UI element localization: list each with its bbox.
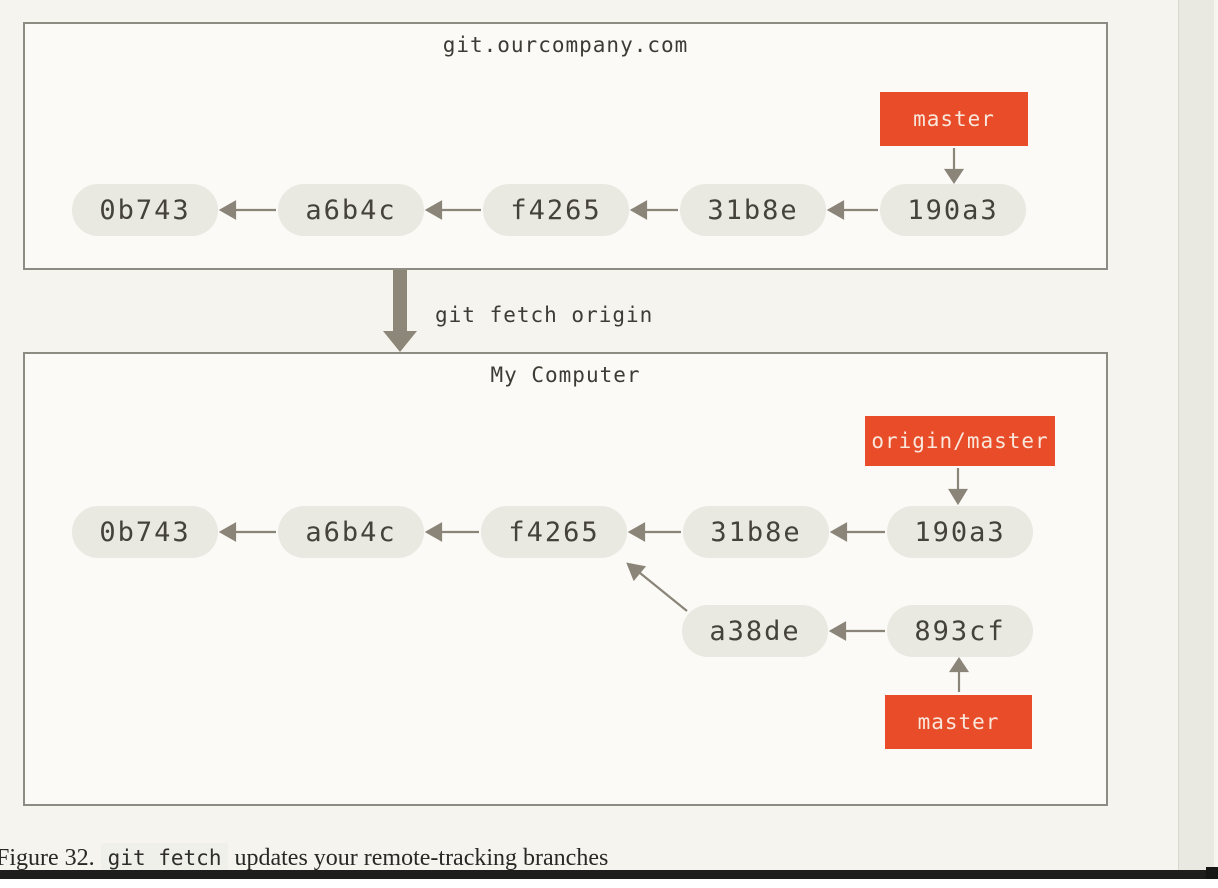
commit-node: 190a3	[880, 184, 1026, 236]
figure-caption-text: updates your remote-tracking branches	[234, 845, 609, 871]
figure-caption-label: Figure 32.	[0, 845, 95, 871]
commit-node: a6b4c	[278, 506, 424, 558]
commit-node: 31b8e	[683, 506, 829, 558]
remote-repo-title: git.ourcompany.com	[442, 33, 689, 57]
bottom-bar	[0, 870, 1218, 879]
remote-branch-label-text: master	[913, 107, 995, 131]
commit-node: 190a3	[887, 506, 1033, 558]
figure-caption-code: git fetch	[100, 843, 229, 873]
local-branch-label-text: master	[917, 710, 1000, 734]
fetch-command-label: git fetch origin	[435, 303, 654, 327]
scrollbar-track[interactable]	[1178, 0, 1214, 871]
commit-node: f4265	[481, 506, 627, 558]
commit-node: 0b743	[72, 184, 218, 236]
commit-node: a6b4c	[278, 184, 424, 236]
commit-node: 893cf	[887, 605, 1033, 657]
remote-branch-label-master: master	[880, 92, 1028, 146]
remote-tracking-branch-label: origin/master	[865, 416, 1055, 466]
commit-node: f4265	[483, 184, 629, 236]
bottom-bar-corner	[1206, 867, 1218, 879]
commit-node: 0b743	[72, 506, 218, 558]
commit-node: a38de	[682, 605, 828, 657]
fetch-arrow	[383, 270, 417, 352]
figure-caption: Figure 32. git fetch updates your remote…	[0, 843, 609, 873]
local-branch-label-master: master	[885, 695, 1032, 749]
commit-node: 31b8e	[680, 184, 826, 236]
local-repo-title: My Computer	[490, 363, 641, 387]
remote-tracking-label-text: origin/master	[871, 429, 1049, 453]
bottom-margin	[0, 879, 1218, 888]
